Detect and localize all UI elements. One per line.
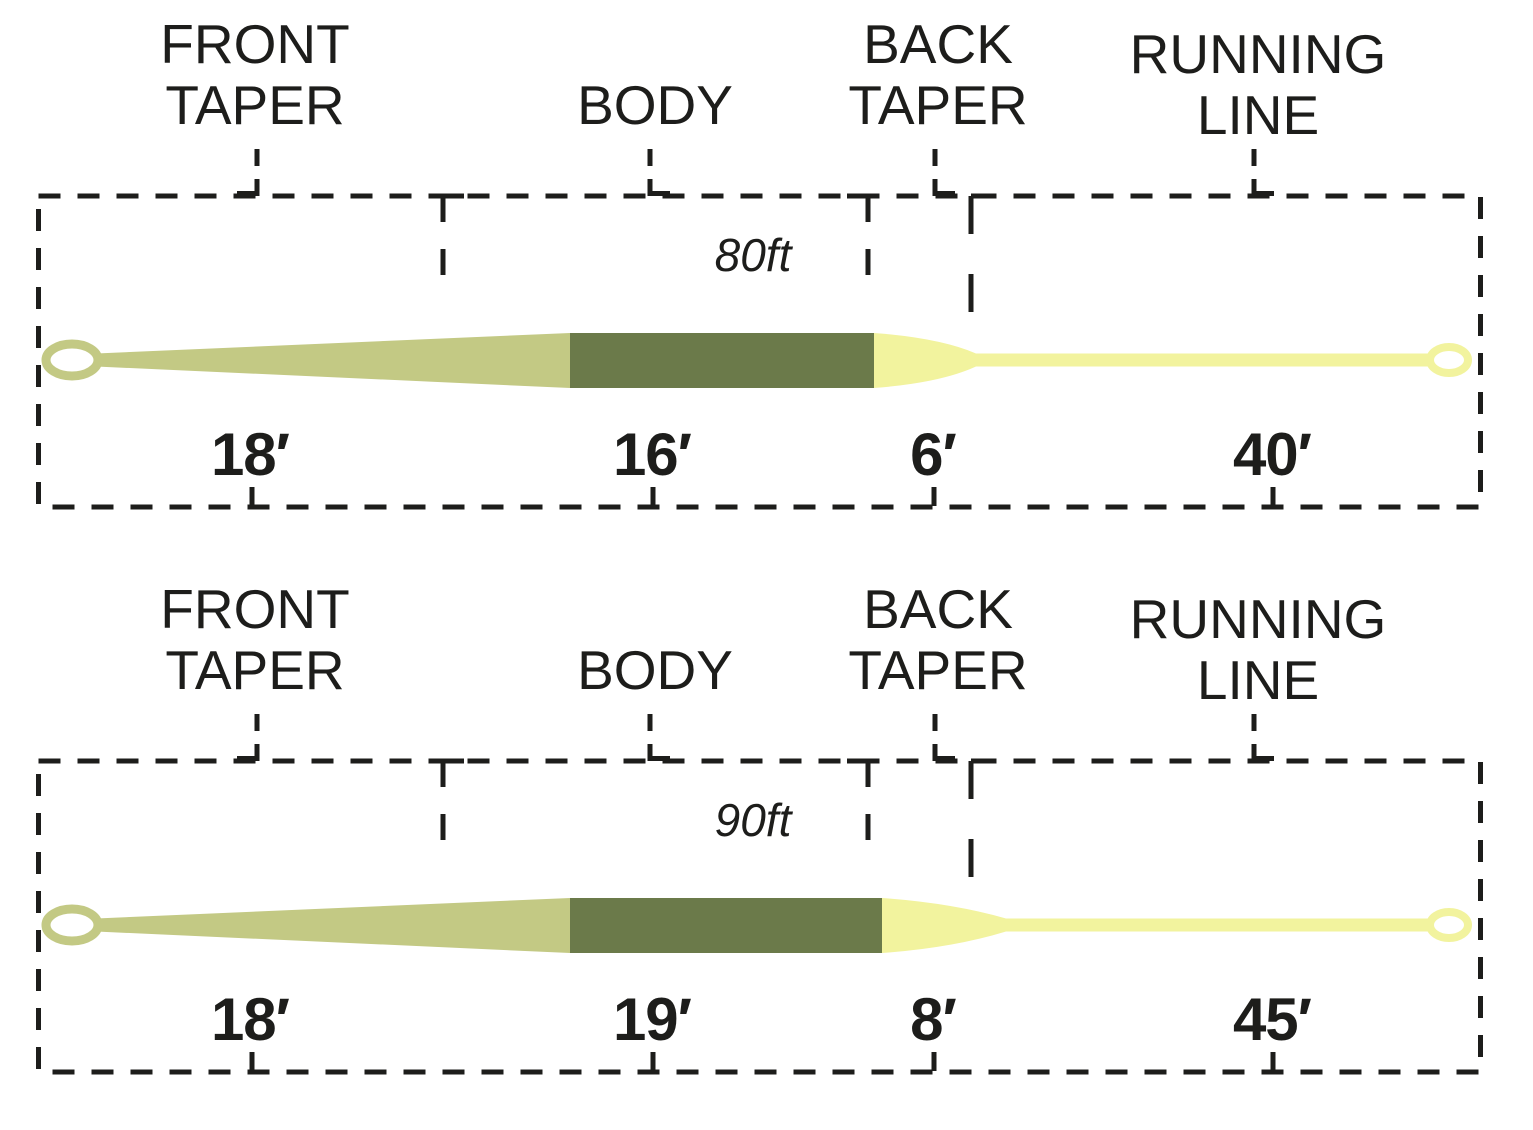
bottom-ticks [249,487,1276,506]
body-shape [570,333,874,388]
running-line-label: RUNNING LINE [1129,588,1387,711]
fly-line-profile [41,333,1472,388]
total-length-label: 90ft [714,794,792,846]
frame-corner-nubs [443,758,992,764]
back-taper-label: BACK TAPER [848,13,1028,136]
body-label: BODY [577,639,733,701]
front-taper-shape [96,898,570,953]
dashed-box [36,758,1483,1075]
fly-line-profile [41,898,1472,953]
leader-elbows [237,191,1274,196]
back-taper-shape [882,898,1006,953]
label-leader-ticks [254,714,1257,761]
front-loop [41,339,103,381]
taper-diagram-80ft: FRONT TAPER BODY BACK TAPER RUNNING LINE… [36,13,1483,510]
dashed-frame [36,758,1483,1075]
dashed-box [36,193,1483,510]
front-taper-length: 18′ [210,421,290,488]
bottom-ticks [249,1052,1276,1071]
body-length: 19′ [612,986,692,1053]
label-leader-ticks [254,149,1257,196]
back-taper-length: 6′ [910,421,957,488]
back-taper-shape [874,333,976,388]
body-length: 16′ [612,421,692,488]
back-taper-label: BACK TAPER [848,578,1028,701]
front-loop [41,904,103,946]
running-line-shape [1004,918,1430,932]
back-taper-length: 8′ [910,986,957,1053]
leader-elbows [237,756,1274,761]
taper-diagram-90ft-graphics [36,714,1483,1075]
running-line-label: RUNNING LINE [1129,23,1387,146]
body-label: BODY [577,74,733,136]
dashed-frame [36,193,1483,510]
running-line-shape [974,353,1430,367]
body-shape [570,898,882,953]
taper-diagram-80ft-graphics [36,149,1483,510]
running-line-length: 40′ [1232,421,1312,488]
back-loop [1426,343,1472,377]
taper-diagram-90ft: FRONT TAPER BODY BACK TAPER RUNNING LINE… [0,565,1533,1130]
front-taper-label: FRONT TAPER [160,13,350,136]
running-line-length: 45′ [1232,986,1312,1053]
frame-corner-nubs [443,193,992,199]
total-length-label: 80ft [714,229,792,281]
front-taper-label: FRONT TAPER [160,578,350,701]
back-loop [1426,908,1472,942]
front-taper-shape [96,333,570,388]
front-taper-length: 18′ [210,986,290,1053]
